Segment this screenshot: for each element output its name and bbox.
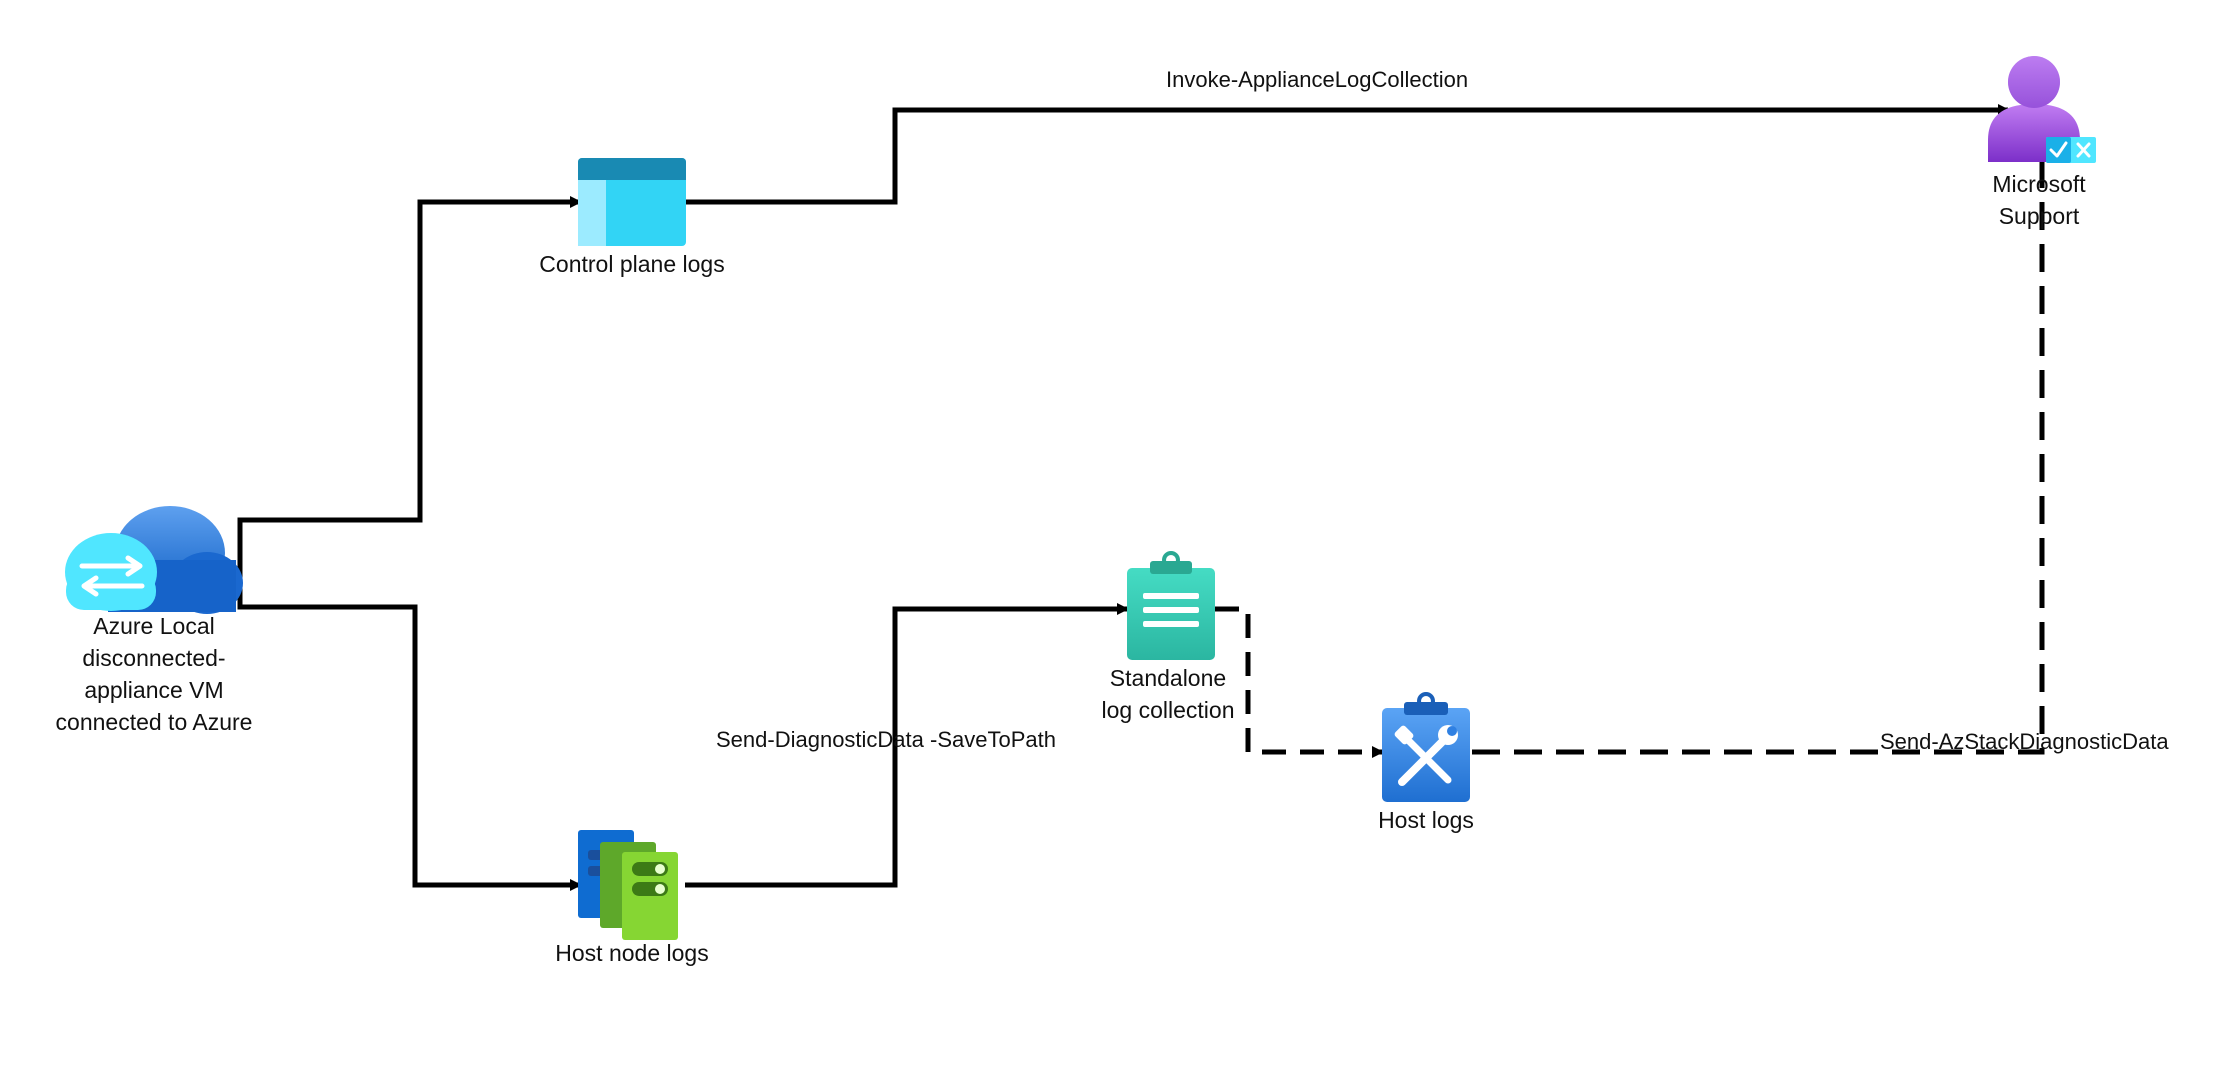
node-label-control-plane-logs: Control plane logs: [539, 251, 725, 277]
node-label-host-logs: Host logs: [1378, 807, 1474, 833]
node-label-microsoft-support: Microsoft Support: [1992, 171, 2086, 229]
node-label-azure-vm: Azure Local disconnected-appliance VM co…: [55, 613, 253, 735]
node-label-host-node-logs: Host node logs: [555, 940, 709, 966]
edge-label-send-diagnostic-data-save-to-path: Send-DiagnosticData -SaveToPath: [716, 727, 1056, 752]
tools-clipboard-icon: [1382, 692, 1470, 802]
window-log-icon: [578, 158, 686, 246]
edge-host-logs-to-support: [1472, 148, 2048, 755]
connectors: [237, 104, 2048, 891]
edge-standalone-to-host-logs: [1215, 606, 1384, 758]
edge-host-node-to-standalone: [685, 603, 1129, 888]
edge-vm-to-host-node: [237, 597, 582, 891]
support-person-icon: [1988, 56, 2096, 163]
server-stack-icon: [578, 830, 678, 940]
edge-label-invoke-appliance-log-collection: Invoke-ApplianceLogCollection: [1166, 67, 1469, 92]
edge-label-send-azstack-diagnostic-data: Send-AzStackDiagnosticData: [1880, 729, 2169, 754]
edge-control-plane-to-support: [685, 104, 2010, 205]
clipboard-icon: [1127, 551, 1215, 660]
edge-vm-to-control-plane: [237, 196, 582, 597]
node-label-standalone-log-collection: Standalone log collection: [1101, 665, 1235, 723]
cloud-sync-icon: [65, 506, 243, 614]
